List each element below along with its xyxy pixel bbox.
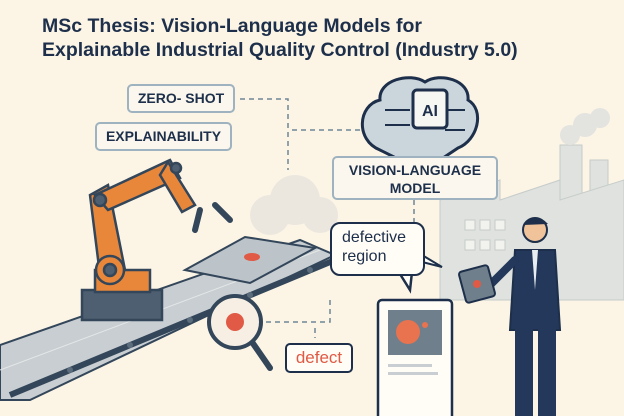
engineer-figure — [458, 217, 562, 416]
cloud-icon — [250, 175, 338, 235]
analysis-card — [376, 298, 454, 416]
title-line-2: Explainable Industrial Quality Control (… — [42, 39, 518, 61]
robot-arm-icon — [80, 158, 233, 322]
smoke-icon — [560, 108, 610, 145]
page-title: MSc Thesis: Vision-Language Models for E… — [42, 14, 518, 62]
speech-bubble: defective region — [330, 222, 425, 276]
explainability-tag: EXPLAINABILITY — [95, 122, 232, 151]
defect-spot — [244, 253, 260, 261]
vlm-tag: VISION-LANGUAGE MODEL — [332, 156, 498, 200]
magnifier-icon — [207, 294, 273, 371]
inspected-plate — [182, 235, 319, 285]
vlm-line-1: VISION-LANGUAGE — [348, 162, 482, 178]
zero-shot-tag: ZERO- SHOT — [127, 84, 235, 113]
title-line-1: MSc Thesis: Vision-Language Models for — [42, 15, 422, 37]
chip-label: AI — [422, 103, 438, 120]
bubble-line-2: region — [342, 248, 387, 265]
defect-label: defect — [285, 343, 353, 373]
brain-ai-icon: AI — [360, 76, 479, 162]
vlm-line-2: MODEL — [389, 180, 441, 196]
connector-lines — [240, 98, 415, 338]
bubble-line-1: defective — [342, 229, 407, 246]
